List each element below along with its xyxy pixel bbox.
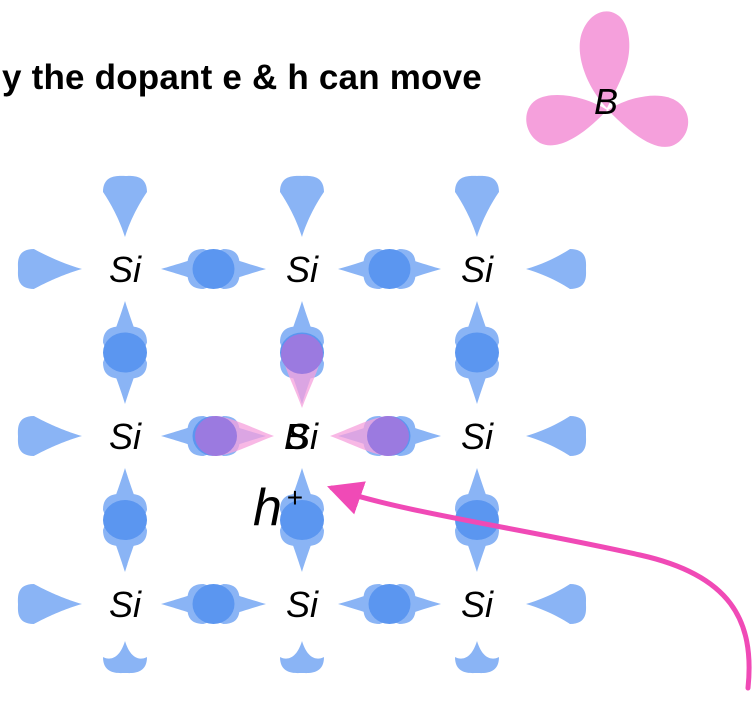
si-bond-overlap [368, 249, 411, 289]
hole-label: h + [253, 479, 303, 537]
boron-orbital [526, 11, 689, 147]
si-atom-label: Si [286, 249, 319, 290]
si-outer-lobe-right [526, 249, 587, 289]
si-bond-overlap [103, 332, 147, 373]
si-outer-lobe-left [17, 584, 82, 624]
si-bond-overlap [103, 500, 147, 540]
si-outer-lobe-right [526, 416, 587, 456]
si-atom-label: Si [109, 249, 142, 290]
si-outer-lobe-bottom [103, 641, 147, 674]
hole-label-plus: + [286, 482, 302, 513]
si-atom-label: Si [461, 416, 494, 457]
slide-title: y the dopant e & h can move [2, 58, 482, 97]
si-bond-overlap [192, 249, 235, 289]
b-si-overlap-left [195, 416, 237, 456]
si-outer-lobe-top [103, 175, 147, 237]
si-outer-lobe-top [280, 175, 324, 237]
boron-dopant-label: B [284, 416, 308, 457]
si-atom-label: Si [286, 416, 319, 457]
si-bond-overlap [280, 500, 324, 540]
boron-label: B [594, 81, 618, 122]
b-si-overlap-up [281, 334, 323, 374]
si-atom-label: Si [109, 416, 142, 457]
si-bond-overlap [455, 332, 499, 373]
hole-label-h: h [253, 479, 282, 537]
si-outer-lobe-bottom [280, 641, 324, 674]
si-atom-label: Si [461, 249, 494, 290]
si-bond-overlap [192, 584, 235, 624]
si-bond-overlap [368, 584, 411, 624]
si-outer-lobe-left [17, 249, 82, 289]
b-si-overlap-right [367, 416, 409, 456]
si-outer-lobe-top [455, 175, 499, 237]
si-outer-lobe-bottom [455, 641, 499, 674]
si-outer-lobe-left [17, 416, 82, 456]
si-atom-label: Si [461, 584, 494, 625]
si-atom-label: Si [286, 584, 319, 625]
si-outer-lobe-right [526, 584, 587, 624]
si-atom-label: Si [109, 584, 142, 625]
hole-movement-arrow [327, 481, 752, 691]
